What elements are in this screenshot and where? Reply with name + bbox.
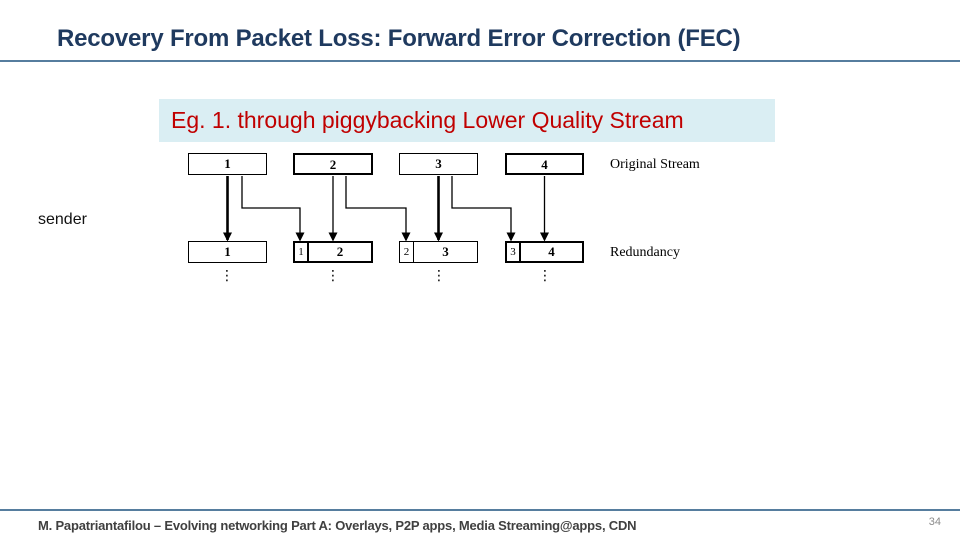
ellipsis-stream-1: ⋮: [220, 268, 234, 284]
sender-label: sender: [38, 211, 87, 228]
ellipsis-stream-4: ⋮: [538, 268, 552, 284]
page-number: 34: [928, 516, 941, 528]
original-packet-3: 3: [399, 153, 478, 175]
original-packet-4: 4: [505, 153, 584, 175]
redundancy-packet-3-main: 3: [442, 244, 449, 259]
original-packet-2: 2: [293, 153, 373, 175]
redundancy-packet-4-main: 4: [548, 244, 555, 259]
footer-divider-line: [0, 509, 960, 511]
original-packet-1: 1: [188, 153, 267, 175]
arrow-piggyback-2-into-packet3: [345, 176, 411, 242]
footer-credit: M. Papatriantafilou – Evolving networkin…: [38, 518, 637, 533]
redundancy-packet-1: 1: [188, 241, 267, 263]
title-divider-line: [0, 60, 960, 62]
subtitle-banner: Eg. 1. through piggybacking Lower Qualit…: [159, 99, 775, 142]
subtitle-text: Eg. 1. through piggybacking Lower Qualit…: [171, 107, 684, 133]
piggyback-chunk-3: 3: [507, 243, 521, 261]
arrow-piggyback-3-into-packet4: [451, 176, 516, 242]
slide-title: Recovery From Packet Loss: Forward Error…: [57, 25, 741, 52]
redundancy-packet-3: 2 3: [399, 241, 478, 263]
redundancy-label: Redundancy: [610, 245, 680, 260]
arrow-piggyback-1-into-packet2: [241, 176, 305, 242]
ellipsis-stream-3: ⋮: [432, 268, 446, 284]
redundancy-packet-4: 3 4: [505, 241, 584, 263]
piggyback-chunk-1: 1: [295, 243, 309, 261]
redundancy-packet-2: 1 2: [293, 241, 373, 263]
redundancy-packet-2-main: 2: [336, 244, 344, 259]
ellipsis-stream-2: ⋮: [326, 268, 340, 284]
piggyback-chunk-2: 2: [400, 242, 414, 262]
original-stream-label: Original Stream: [610, 157, 700, 172]
